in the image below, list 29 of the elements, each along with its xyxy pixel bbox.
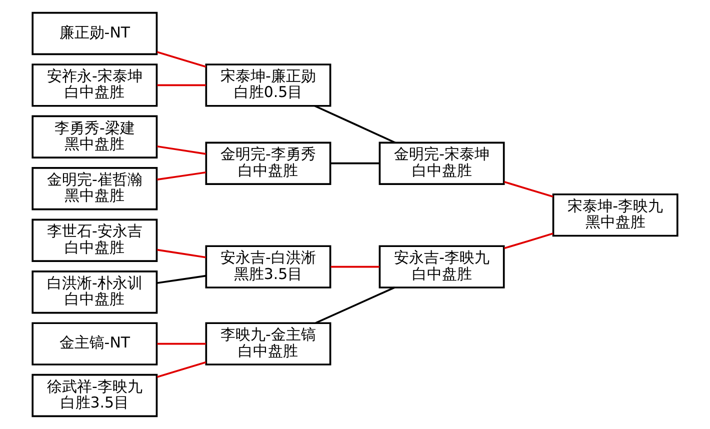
node-box: 李映九-金主镐 白中盘胜 [205,322,332,366]
connector [156,51,206,68]
connector [330,266,380,268]
connector [157,84,206,86]
node-box: 宋泰坤-李映九 黑中盘胜 [552,193,678,237]
connector [157,145,206,155]
node-box: 安祚永-宋泰坤 白中盘胜 [32,64,158,107]
node-box: 金明完-崔哲瀚 黑中盘胜 [32,167,158,210]
connector [156,361,206,378]
connector [330,162,380,164]
connector [157,248,206,258]
connector [314,105,396,144]
connector [504,232,554,250]
node-box: 李世石-安永吉 白中盘胜 [32,218,158,262]
node-box: 安永吉-李映九 白中盘胜 [378,245,505,288]
connector [157,274,206,284]
node-box: 李勇秀-梁建 黑中盘胜 [32,115,158,159]
node-box: 金明完-李勇秀 白中盘胜 [205,142,332,185]
node-box: 徐武祥-李映九 白胜3.5目 [32,374,158,418]
node-box: 金主镐-NT [32,322,158,366]
node-box: 金明完-宋泰坤 白中盘胜 [378,142,505,185]
connector [157,171,206,180]
connector [315,286,395,324]
node-box: 安永吉-白洪淅 黑胜3.5目 [205,245,332,288]
connector [157,342,206,345]
node-box: 宋泰坤-廉正勋 白胜0.5目 [205,64,332,107]
node-box: 廉正勋-NT [32,12,158,56]
node-box: 白洪淅-朴永训 白中盘胜 [32,270,158,314]
connector [504,181,554,198]
